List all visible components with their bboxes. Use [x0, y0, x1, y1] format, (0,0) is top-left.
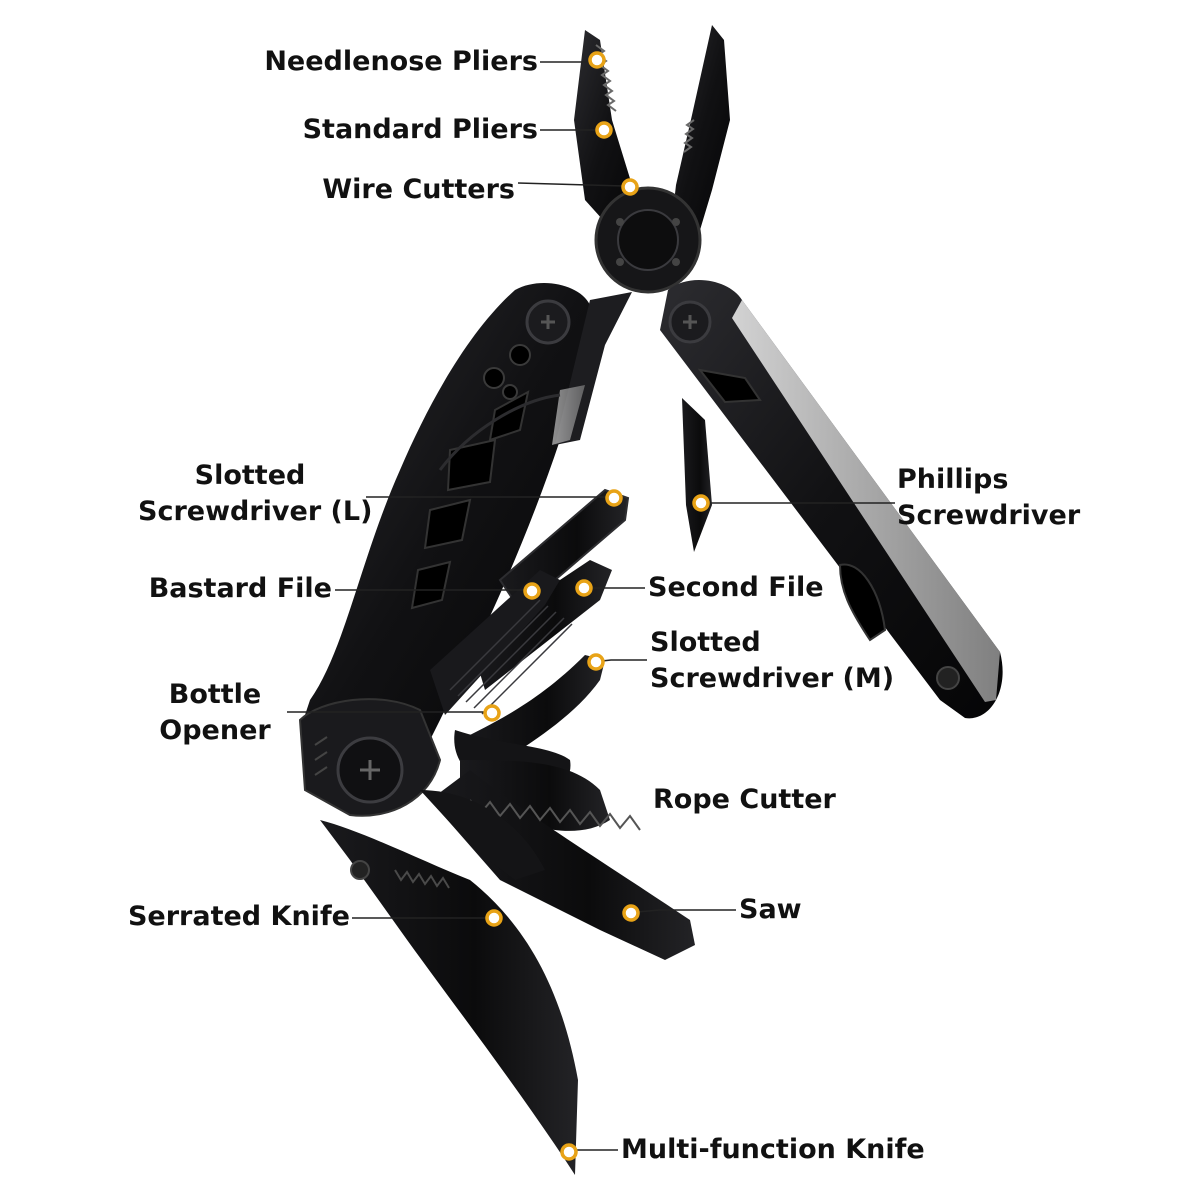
- label-standard-pliers: Standard Pliers: [302, 114, 538, 145]
- marker-multi-function-knife: [560, 1143, 578, 1161]
- label-wire-cutters: Wire Cutters: [322, 174, 515, 205]
- slotted-screwdriver-m-blade: [460, 655, 605, 765]
- label-slotted-screwdriver-m: Slotted Screwdriver (M): [650, 625, 894, 697]
- marker-saw: [622, 904, 640, 922]
- callout-markers: [483, 51, 710, 1161]
- label-phillips-screwdriver-line2: Screwdriver: [897, 500, 1081, 531]
- label-bottle-opener: Bottle Opener: [150, 677, 280, 749]
- right-handle: [660, 279, 1003, 719]
- label-phillips-screwdriver-line1: Phillips: [897, 464, 1009, 495]
- marker-wire-cutters: [621, 178, 639, 196]
- label-bastard-file: Bastard File: [148, 573, 332, 604]
- phillips-bit: [682, 398, 712, 552]
- left-handle: [300, 282, 632, 764]
- label-serrated-knife: Serrated Knife: [127, 901, 350, 932]
- multi-function-knife-blade: [420, 790, 545, 880]
- pliers-jaws: [574, 25, 730, 294]
- marker-bastard-file: [523, 582, 541, 600]
- marker-second-file: [575, 579, 593, 597]
- label-bottle-opener-line2: Opener: [159, 715, 271, 746]
- label-second-file: Second File: [648, 572, 824, 603]
- marker-slotted-screwdriver-m: [587, 653, 605, 671]
- leader-lines: [287, 61, 895, 1151]
- label-needlenose-pliers: Needlenose Pliers: [264, 46, 538, 77]
- label-slotted-screwdriver-m-line2: Screwdriver (M): [650, 663, 895, 694]
- label-slotted-screwdriver-m-line1: Slotted: [650, 627, 761, 658]
- label-slotted-screwdriver-l: Slotted Screwdriver (L): [138, 458, 373, 530]
- marker-serrated-knife: [485, 909, 503, 927]
- label-slotted-screwdriver-l-line2: Screwdriver (L): [138, 496, 373, 527]
- label-saw: Saw: [739, 894, 802, 925]
- label-bottle-opener-line1: Bottle: [168, 679, 262, 710]
- marker-slotted-screwdriver-l: [605, 489, 623, 507]
- label-rope-cutter: Rope Cutter: [653, 784, 836, 815]
- main-pivot: [298, 698, 442, 817]
- bastard-file-blade: [430, 570, 560, 715]
- label-multi-function-knife: Multi-function Knife: [621, 1134, 925, 1165]
- serrated-knife: [320, 820, 578, 1175]
- label-slotted-screwdriver-l-line1: Slotted: [194, 460, 306, 491]
- marker-bottle-opener: [483, 704, 501, 722]
- marker-standard-pliers: [595, 121, 613, 139]
- jaw-teeth-right: [683, 119, 695, 153]
- marker-phillips-screwdriver: [692, 494, 710, 512]
- label-phillips-screwdriver: Phillips Screwdriver: [897, 462, 1080, 534]
- marker-needlenose-pliers: [588, 51, 606, 69]
- right-jaw: [672, 25, 730, 230]
